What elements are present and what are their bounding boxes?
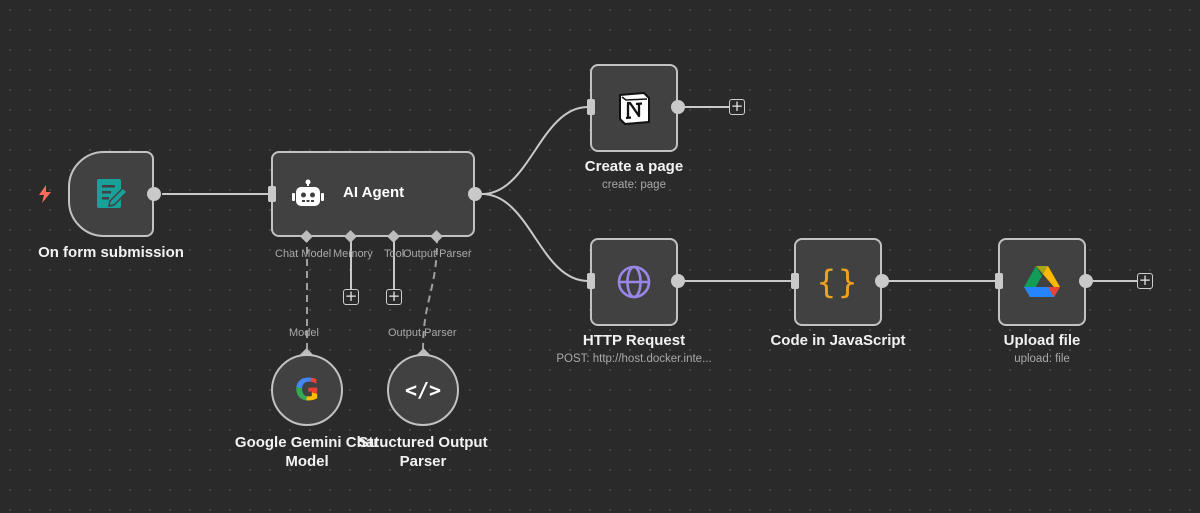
port-chat-model-label: Chat Model bbox=[275, 248, 332, 260]
http-output-handle[interactable] bbox=[671, 274, 685, 288]
code-javascript-node[interactable]: {} bbox=[794, 238, 882, 326]
code-node-label: Code in JavaScript bbox=[770, 332, 906, 349]
ai-agent-input-handle[interactable] bbox=[268, 186, 276, 202]
notion-create-page-node[interactable] bbox=[590, 64, 678, 152]
gdrive-node-subtitle: upload: file bbox=[1014, 353, 1070, 365]
google-g-glyph: G bbox=[294, 372, 320, 408]
gemini-chat-model-node[interactable]: G bbox=[271, 354, 343, 426]
gdrive-upload-node[interactable] bbox=[998, 238, 1086, 326]
gemini-port-label: Model bbox=[289, 327, 319, 339]
form-icon bbox=[70, 153, 152, 235]
code-glyph: </> bbox=[404, 378, 442, 402]
notion-node-subtitle: create: page bbox=[602, 179, 666, 191]
braces-glyph: {} bbox=[816, 263, 860, 301]
ai-agent-output-handle[interactable] bbox=[468, 187, 482, 201]
braces-icon: {} bbox=[796, 240, 880, 324]
structured-output-parser-node[interactable]: </> bbox=[387, 354, 459, 426]
parser-label-line1: Structured Output bbox=[358, 434, 488, 451]
parser-label-line2: Parser bbox=[399, 453, 447, 470]
gdrive-node-label: Upload file bbox=[1003, 332, 1081, 349]
form-trigger-label: On form submission bbox=[38, 244, 184, 261]
parser-port-label: Output Parser bbox=[388, 327, 457, 339]
edge-agent-to-notion bbox=[481, 106, 589, 195]
google-drive-icon bbox=[1000, 240, 1084, 324]
gdrive-add-next-button[interactable]: + bbox=[1137, 271, 1153, 289]
http-node-label: HTTP Request bbox=[582, 332, 686, 349]
code-icon: </> bbox=[389, 356, 457, 424]
code-input-handle[interactable] bbox=[791, 273, 799, 289]
robot-icon bbox=[291, 179, 325, 216]
notion-icon bbox=[592, 66, 676, 150]
google-g-icon: G bbox=[273, 356, 341, 424]
http-request-node[interactable] bbox=[590, 238, 678, 326]
notion-node-label: Create a page bbox=[584, 158, 684, 175]
add-memory-button[interactable]: + bbox=[343, 287, 359, 305]
trigger-bolt-icon bbox=[39, 185, 51, 203]
notion-add-next-button[interactable]: + bbox=[729, 97, 745, 115]
ai-agent-title: AI Agent bbox=[343, 184, 405, 201]
http-input-handle[interactable] bbox=[587, 273, 595, 289]
http-node-subtitle: POST: http://host.docker.inte... bbox=[556, 353, 712, 365]
edge-parser-to-outputparser bbox=[422, 239, 438, 351]
code-output-handle[interactable] bbox=[875, 274, 889, 288]
port-memory-label: Memory bbox=[333, 248, 373, 260]
add-tool-button[interactable]: + bbox=[386, 287, 402, 305]
notion-input-handle[interactable] bbox=[587, 99, 595, 115]
gemini-label-line1: Google Gemini Chat bbox=[234, 434, 380, 451]
globe-icon bbox=[592, 240, 676, 324]
gemini-label-line2: Model bbox=[285, 453, 329, 470]
gdrive-output-handle[interactable] bbox=[1079, 274, 1093, 288]
port-output-parser-label: Output Parser bbox=[403, 248, 472, 260]
port-tool-label: Tool bbox=[384, 248, 405, 260]
ai-agent-node[interactable]: AI Agent bbox=[271, 151, 475, 237]
gdrive-input-handle[interactable] bbox=[995, 273, 1003, 289]
notion-output-handle[interactable] bbox=[671, 100, 685, 114]
form-trigger-node[interactable] bbox=[68, 151, 154, 237]
edge-agent-to-http bbox=[481, 193, 589, 282]
form-trigger-output-handle[interactable] bbox=[147, 187, 161, 201]
